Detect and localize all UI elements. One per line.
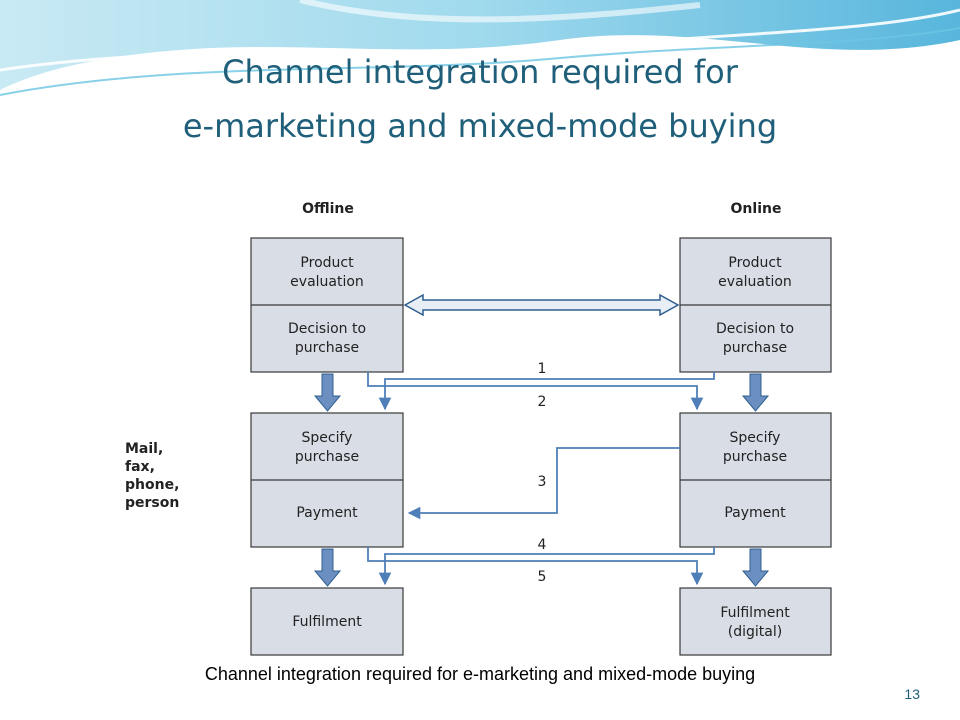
slide-title-line-2: e-marketing and mixed-mode buying [182, 107, 778, 145]
route-label-2: 2 [538, 394, 547, 410]
online-fulfilment-box [679, 587, 832, 656]
route-label-5: 5 [538, 569, 547, 585]
offline-down-arrow-2 [313, 548, 342, 587]
offline-payment-label: Payment [296, 505, 358, 521]
offline-down-arrow-1 [313, 373, 342, 412]
page-number: 13 [904, 686, 920, 702]
online-payment-label: Payment [724, 505, 786, 521]
slide-title-line-1: Channel integration required for [222, 53, 738, 91]
offline-evaluation-decision-box [250, 237, 404, 373]
mail-fax-phone-person-label: Mail, fax, phone, person [125, 441, 184, 511]
offline-fulfilment-label: Fulfilment [292, 614, 362, 630]
route-label-1: 1 [538, 361, 547, 377]
route-5-arrow [378, 547, 715, 586]
online-down-arrow-2 [741, 548, 770, 587]
route-2-arrow [378, 372, 715, 411]
route-3-arrow [407, 447, 680, 520]
route-4-arrow [367, 547, 704, 586]
route-label-4: 4 [538, 537, 547, 553]
route-label-3: 3 [538, 474, 547, 490]
online-specify-payment-box [679, 412, 832, 548]
offline-specify-payment-box [250, 412, 404, 548]
figure-caption: Channel integration required for e-marke… [204, 664, 756, 684]
header-wave-decoration [0, 0, 960, 96]
online-column-header: Online [731, 201, 782, 217]
online-down-arrow-1 [741, 373, 770, 412]
online-evaluation-decision-box [679, 237, 832, 373]
online-fulfilment-label: Fulfilment(digital) [720, 605, 790, 640]
evaluation-double-arrow [403, 293, 680, 317]
route-1-arrow [367, 372, 704, 411]
offline-fulfilment-box [250, 587, 404, 656]
offline-column-header: Offline [302, 201, 354, 217]
